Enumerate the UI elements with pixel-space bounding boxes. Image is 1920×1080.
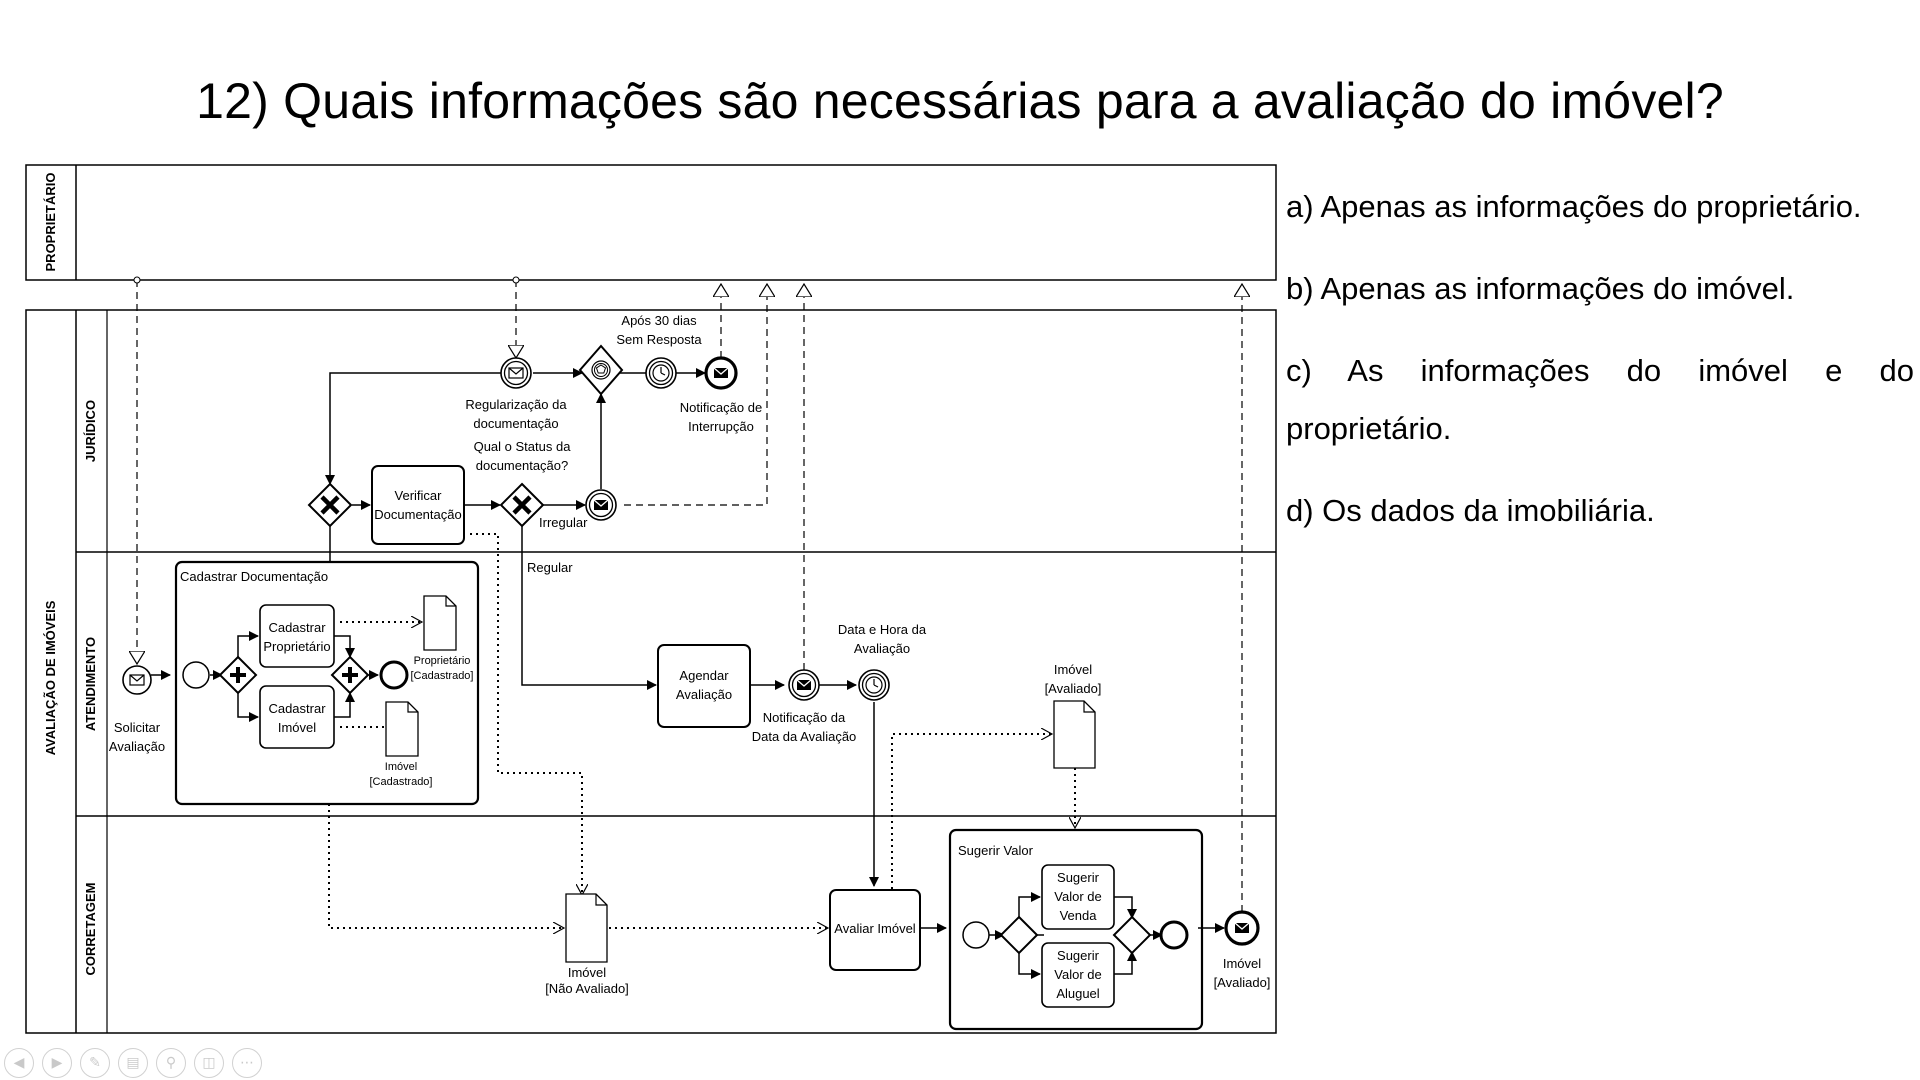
label-date-time-1: Data e Hora da [838, 622, 927, 637]
task-rent-label-3: Aluguel [1056, 986, 1099, 1001]
label-request-1: Solicitar [114, 720, 161, 735]
label-status-2: documentação? [476, 458, 569, 473]
label-regular: Regular [527, 560, 573, 575]
message-flows [137, 280, 1242, 912]
subtitles-icon[interactable]: ◫ [194, 1048, 224, 1078]
end-event-evaluated[interactable] [1224, 910, 1260, 946]
gateway-xor-status[interactable] [499, 482, 545, 528]
label-owner-doc-2: [Cadastrado] [411, 670, 474, 682]
lane-legal-label: JURÍDICO [83, 400, 98, 462]
start-event-request[interactable] [122, 665, 152, 695]
task-register-property-label-2: Imóvel [278, 720, 316, 735]
task-evaluate-label: Avaliar Imóvel [834, 921, 916, 936]
subprocess-register-docs-label: Cadastrar Documentação [180, 569, 328, 584]
pool-owner: PROPRIETÁRIO [25, 164, 1277, 281]
label-prop-doc-2: [Cadastrado] [370, 776, 433, 788]
throw-event-irregular[interactable] [585, 489, 617, 521]
next-icon[interactable]: ▶ [42, 1048, 72, 1078]
label-not-evaluated-1: Imóvel [568, 965, 606, 980]
label-interruption-2: Interrupção [688, 419, 754, 434]
end-event-interruption[interactable] [704, 356, 738, 390]
task-evaluate-property[interactable]: Avaliar Imóvel [829, 889, 921, 971]
prev-icon[interactable]: ◀ [4, 1048, 34, 1078]
task-register-owner[interactable]: Cadastrar Proprietário [259, 604, 335, 668]
label-end-evaluated-2: [Avaliado] [1214, 975, 1271, 990]
more-icon[interactable]: ⋯ [232, 1048, 262, 1078]
label-prop-doc-1: Imóvel [385, 761, 417, 773]
timer-event-date-time[interactable] [858, 669, 890, 701]
start-event-register[interactable] [182, 661, 210, 689]
intermediate-event-regularization[interactable] [500, 357, 532, 389]
label-irregular: Irregular [539, 515, 588, 530]
label-date-notification-2: Data da Avaliação [752, 729, 857, 744]
subprocess-register-docs[interactable]: Cadastrar Documentação [174, 560, 480, 806]
data-object-owner-registered[interactable] [423, 595, 457, 651]
lane-service-label: ATENDIMENTO [83, 637, 98, 731]
label-date-time-2: Avaliação [854, 641, 910, 656]
task-rent-label-2: Valor de [1054, 967, 1101, 982]
task-sale-label-1: Sugerir [1057, 870, 1100, 885]
throw-event-date-notification[interactable] [788, 669, 820, 701]
lane-brokerage-label: CORRETAGEM [83, 883, 98, 976]
option-a[interactable]: a) Apenas as informações do proprietário… [1286, 189, 1862, 224]
task-verify-label-1: Verificar [395, 488, 443, 503]
end-event-suggest[interactable] [1159, 920, 1189, 950]
label-interruption-1: Notificação de [680, 400, 762, 415]
task-suggest-sale-value[interactable]: Sugerir Valor de Venda [1041, 864, 1115, 930]
label-not-evaluated-2: [Não Avaliado] [545, 981, 629, 996]
label-timer30-1: Após 30 dias [621, 313, 697, 328]
label-owner-doc-1: Proprietário [414, 655, 471, 667]
slide-player-controls: ◀ ▶ ✎ ▤ ⚲ ◫ ⋯ [4, 1048, 262, 1078]
task-sale-label-3: Venda [1060, 908, 1098, 923]
data-object-not-evaluated[interactable] [565, 893, 608, 963]
data-object-evaluated[interactable] [1053, 700, 1096, 769]
start-event-suggest[interactable] [962, 921, 990, 949]
timer-event-30-days[interactable] [645, 357, 677, 389]
option-d[interactable]: d) Os dados da imobiliária. [1286, 493, 1655, 528]
data-associations [328, 533, 1075, 928]
data-object-property-registered[interactable] [385, 701, 419, 757]
task-register-property[interactable]: Cadastrar Imóvel [259, 685, 335, 749]
slide-title: 12) Quais informações são necessárias pa… [196, 73, 1724, 129]
option-c[interactable]: c) As informações do imóvel e do proprie… [1286, 353, 1914, 446]
slides-icon[interactable]: ▤ [118, 1048, 148, 1078]
task-suggest-rent-value[interactable]: Sugerir Valor de Aluguel [1041, 942, 1115, 1008]
subprocess-suggest-value-label: Sugerir Valor [958, 843, 1034, 858]
gateway-event-based[interactable] [578, 344, 624, 396]
label-request-2: Avaliação [109, 739, 165, 754]
gateway-parallel-join[interactable] [330, 655, 370, 695]
answer-options: a) Apenas as informações do proprietário… [1286, 178, 1914, 564]
task-sale-label-2: Valor de [1054, 889, 1101, 904]
task-schedule-label-2: Avaliação [676, 687, 732, 702]
task-register-property-label-1: Cadastrar [268, 701, 326, 716]
end-event-register[interactable] [379, 660, 409, 690]
label-regularization-1: Regularização da [465, 397, 567, 412]
label-status-1: Qual o Status da [474, 439, 572, 454]
subprocess-suggest-value[interactable]: Sugerir Valor [948, 828, 1204, 1031]
task-schedule-evaluation[interactable]: Agendar Avaliação [657, 644, 751, 728]
label-regularization-2: documentação [473, 416, 558, 431]
task-register-owner-label-1: Cadastrar [268, 620, 326, 635]
task-rent-label-1: Sugerir [1057, 948, 1100, 963]
label-timer30-2: Sem Resposta [616, 332, 702, 347]
gateway-join-value[interactable] [1112, 915, 1152, 955]
gateway-xor-merge[interactable] [307, 482, 353, 528]
pool-main-label: AVALIAÇÃO DE IMÓVEIS [43, 600, 58, 755]
task-verify-label-2: Documentação [374, 507, 461, 522]
label-evaluated-doc-2: [Avaliado] [1045, 681, 1102, 696]
task-schedule-label-1: Agendar [679, 668, 729, 683]
label-date-notification-1: Notificação da [763, 710, 846, 725]
task-verify-documentation[interactable]: Verificar Documentação [371, 465, 465, 545]
label-evaluated-doc-1: Imóvel [1054, 662, 1092, 677]
gateway-split-value[interactable] [999, 915, 1039, 955]
option-b[interactable]: b) Apenas as informações do imóvel. [1286, 271, 1795, 306]
pen-icon[interactable]: ✎ [80, 1048, 110, 1078]
task-register-owner-label-2: Proprietário [263, 639, 330, 654]
label-end-evaluated-1: Imóvel [1223, 956, 1261, 971]
zoom-icon[interactable]: ⚲ [156, 1048, 186, 1078]
gateway-parallel-split[interactable] [218, 655, 258, 695]
pool-owner-label: PROPRIETÁRIO [43, 173, 58, 272]
